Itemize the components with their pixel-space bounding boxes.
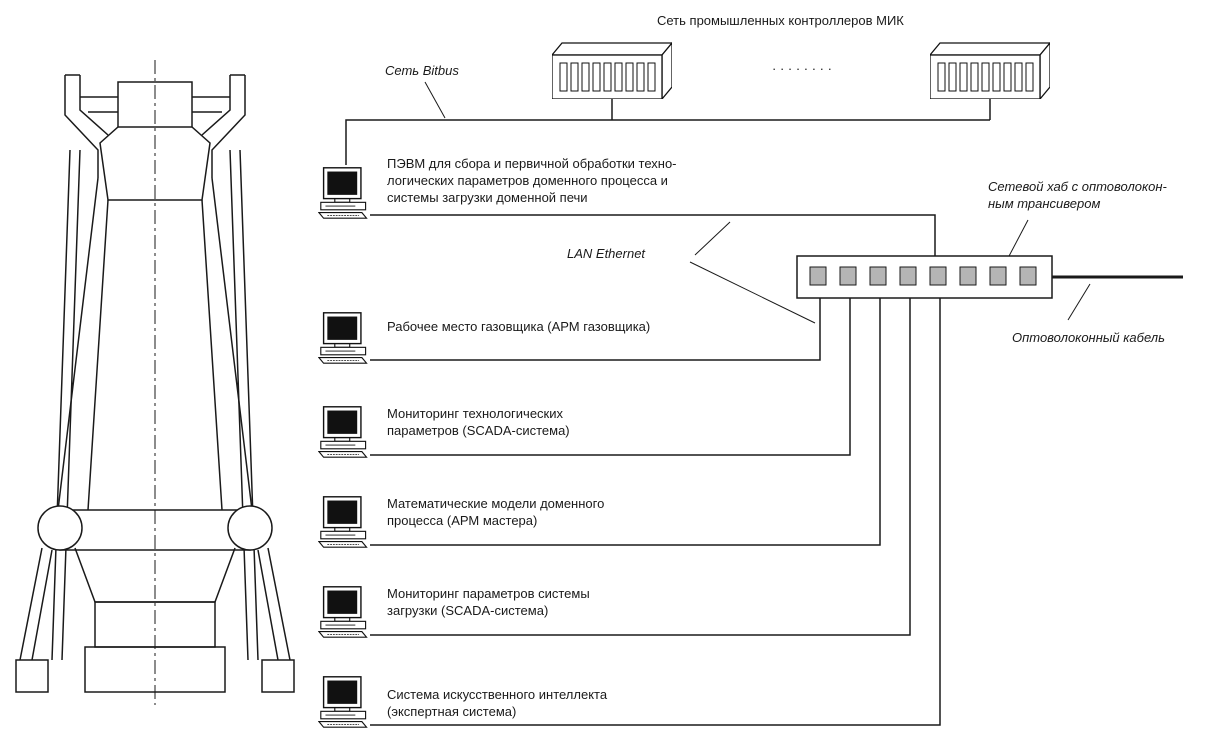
hub-port	[929, 266, 947, 286]
hub-port	[809, 266, 827, 286]
controllers-ellipsis: · · · · · · · ·	[772, 61, 832, 76]
controller-1	[552, 42, 672, 99]
workstation-icon	[318, 496, 368, 548]
lan-ethernet-label: LAN Ethernet	[567, 246, 646, 261]
controllers-network-title: Сеть промышленных контроллеров МИК	[657, 13, 904, 28]
workstation-label-expert-system: Система искусственного интеллекта (экспе…	[387, 687, 608, 719]
network-hub	[796, 255, 1053, 299]
workstation-icon	[318, 312, 368, 364]
workstation-label-scada-loading: Мониторинг параметров системы загрузки (…	[387, 586, 590, 618]
hub-port	[839, 266, 857, 286]
fiber-cable-label: Оптоволоконный кабель	[1012, 330, 1165, 345]
controller-2	[930, 42, 1050, 99]
hub-port	[959, 266, 977, 286]
hub-port	[989, 266, 1007, 286]
ethernet-network-lines	[370, 214, 1183, 726]
blast-furnace-drawing	[15, 60, 295, 705]
workstation-label-scada-process: Мониторинг технологических параметров (S…	[387, 406, 570, 438]
workstation-label-math-models: Математические модели доменного процесса…	[387, 496, 605, 528]
hub-port	[1019, 266, 1037, 286]
hub-label: Сетевой хаб с оптоволокон- ным трансивер…	[988, 179, 1167, 211]
bitbus-label: Сеть Bitbus	[385, 63, 459, 78]
workstation-icon	[318, 406, 368, 458]
workstation-icon	[318, 586, 368, 638]
workstation-icon	[318, 167, 368, 219]
workstation-label-data-acquisition: ПЭВМ для сбора и первичной обработки тех…	[387, 156, 677, 205]
workstation-icon	[318, 676, 368, 728]
hub-port	[869, 266, 887, 286]
workstation-label-gas-operator: Рабочее место газовщика (АРМ газовщика)	[387, 319, 651, 334]
hub-port	[899, 266, 917, 286]
bitbus-network-lines	[345, 81, 991, 165]
